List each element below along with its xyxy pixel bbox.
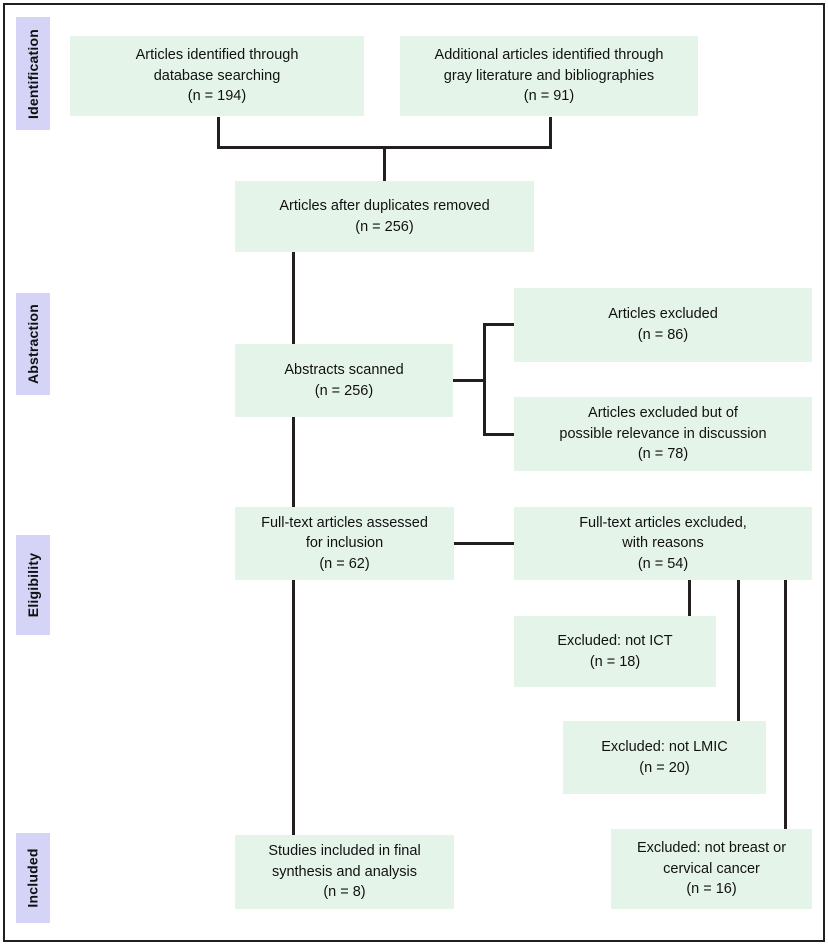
stage-label-eligibility: Eligibility (16, 535, 50, 635)
connector-bracket-to-excluded-78 (483, 433, 515, 436)
connector-excluded-to-not-lmic (737, 580, 740, 721)
node-articles-excluded-relevant-text: Articles excluded but of possible releva… (559, 405, 767, 463)
diagram-border (3, 3, 825, 942)
connector-abstracts-to-bracket (452, 379, 486, 382)
node-abstracts-scanned[interactable]: Abstracts scanned (n = 256) (235, 344, 453, 417)
stage-label-included: Included (16, 833, 50, 923)
node-fulltext-excluded-text: Full-text articles excluded, with reason… (579, 514, 747, 572)
node-excluded-not-cancer[interactable]: Excluded: not breast or cervical cancer … (611, 829, 812, 909)
node-fulltext-assessed[interactable]: Full-text articles assessed for inclusio… (235, 507, 454, 580)
node-gray-lit[interactable]: Additional articles identified through g… (400, 36, 698, 116)
connector-fulltext-to-excluded (454, 542, 515, 545)
connector-bracket-to-excluded-86 (483, 323, 515, 326)
stage-label-eligibility-text: Eligibility (25, 552, 41, 618)
connector-bracket-spine (483, 323, 486, 436)
node-after-duplicates-text: Articles after duplicates removed (n = 2… (279, 197, 490, 235)
node-excluded-not-lmic[interactable]: Excluded: not LMIC (n = 20) (563, 721, 766, 794)
connector-merge-to-duplicates (383, 146, 386, 182)
connector-excluded-to-not-ict (688, 580, 691, 616)
stage-label-included-text: Included (25, 848, 42, 908)
connector-db-search-down (217, 117, 220, 149)
node-gray-lit-text: Additional articles identified through g… (434, 47, 664, 105)
connector-fulltext-to-included (292, 580, 295, 835)
stage-label-abstraction-text: Abstraction (25, 304, 41, 384)
node-abstracts-scanned-text: Abstracts scanned (n = 256) (284, 361, 404, 399)
node-excluded-not-cancer-text: Excluded: not breast or cervical cancer … (636, 840, 787, 898)
node-articles-excluded-text: Articles excluded (n = 86) (608, 306, 718, 343)
node-excluded-not-lmic-text: Excluded: not LMIC (n = 20) (601, 738, 728, 776)
node-articles-excluded[interactable]: Articles excluded (n = 86) (514, 288, 812, 362)
stage-label-identification: Identification (16, 17, 50, 130)
node-excluded-not-ict-text: Excluded: not ICT (n = 18) (557, 632, 673, 670)
connector-gray-lit-down (549, 117, 552, 149)
node-after-duplicates[interactable]: Articles after duplicates removed (n = 2… (235, 181, 534, 252)
connector-excluded-to-not-cancer (784, 580, 787, 829)
node-fulltext-excluded[interactable]: Full-text articles excluded, with reason… (514, 507, 812, 580)
node-db-search-text: Articles identified through database sea… (135, 47, 299, 105)
stage-label-identification-text: Identification (25, 28, 42, 119)
connector-abstracts-to-fulltext (292, 417, 295, 508)
stage-label-abstraction: Abstraction (16, 293, 50, 395)
node-db-search[interactable]: Articles identified through database sea… (70, 36, 364, 116)
connector-duplicates-to-abstracts (292, 252, 295, 345)
node-fulltext-assessed-text: Full-text articles assessed for inclusio… (261, 514, 428, 572)
node-articles-excluded-relevant[interactable]: Articles excluded but of possible releva… (514, 397, 812, 471)
node-excluded-not-ict[interactable]: Excluded: not ICT (n = 18) (514, 616, 716, 687)
node-studies-included-text: Studies included in final synthesis and … (268, 843, 421, 901)
node-studies-included[interactable]: Studies included in final synthesis and … (235, 835, 454, 909)
